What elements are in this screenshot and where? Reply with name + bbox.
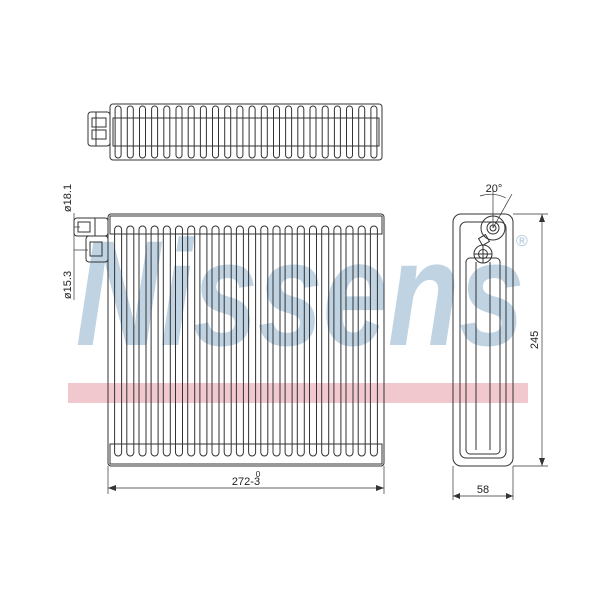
top-view-fin [199, 105, 207, 159]
front-view-fin [175, 225, 183, 457]
front-view-fin [284, 225, 293, 457]
top-view-fin [321, 105, 329, 159]
front-view-fin [248, 225, 257, 457]
front-view-fin [162, 225, 171, 457]
front-view-fins [114, 225, 378, 457]
front-view-fin [114, 225, 123, 457]
top-view-fin [236, 105, 244, 159]
top-view-fin [163, 105, 171, 159]
top-view-fin [114, 105, 122, 159]
front-view-fin [235, 225, 244, 457]
top-view-core [109, 103, 383, 161]
top-view-fin [212, 105, 219, 159]
front-view [73, 213, 385, 467]
front-view-fin [296, 225, 305, 457]
dimension-arrows [108, 214, 545, 499]
top-view-fin [273, 105, 280, 159]
top-view-fin [151, 105, 159, 159]
top-view [87, 103, 383, 161]
top-view-fin [175, 105, 183, 159]
top-view-fin [260, 105, 268, 159]
top-view-fin [358, 105, 366, 159]
front-view-fin [223, 225, 232, 457]
watermark-stripe [68, 383, 528, 403]
front-view-fin [199, 225, 208, 457]
top-view-fin [126, 105, 134, 159]
top-view-fin [224, 105, 232, 159]
side-view [452, 190, 514, 467]
top-view-fin [370, 105, 378, 159]
front-view-fin [309, 225, 317, 457]
front-view-fin [369, 225, 378, 457]
depth-dimension-label: 58 [477, 484, 489, 496]
front-view-fin [357, 225, 366, 457]
top-view-pipe-fitting [87, 111, 111, 147]
top-view-fins [114, 105, 378, 159]
front-view-fin [138, 225, 147, 457]
front-view-bottom-tank [109, 443, 383, 465]
front-view-fin [260, 225, 269, 457]
top-view-fin [346, 105, 353, 159]
width-tolerance-label: 0 [256, 470, 261, 479]
side-view-body [452, 213, 514, 467]
front-view-fin [345, 225, 354, 457]
top-view-fin [139, 105, 146, 159]
top-view-fin [187, 105, 195, 159]
width-dimension-label: 272-3 [232, 476, 260, 488]
front-view-fin [321, 225, 330, 457]
angle-dimension-label: 20° [486, 183, 503, 195]
watermark-brand: Nissens [76, 209, 525, 377]
top-view-fin [248, 105, 256, 159]
top-view-fin [309, 105, 317, 159]
front-view-fin [333, 225, 342, 457]
front-view-core [107, 213, 385, 467]
front-view-fin [126, 225, 135, 457]
top-view-fin [333, 105, 341, 159]
dimension-lines [107, 213, 548, 500]
front-view-fin [187, 225, 196, 457]
front-view-fin [211, 225, 220, 457]
front-view-fin [150, 225, 159, 457]
top-view-fin [297, 105, 305, 159]
pipe-lower-diameter-label: ø15.3 [62, 271, 74, 299]
top-view-fin [285, 105, 293, 159]
front-view-fin [272, 225, 281, 457]
top-view-inner [112, 117, 380, 147]
watermark: Nissens ® [68, 209, 528, 403]
front-view-top-tank [109, 215, 383, 235]
registered-mark-icon: ® [516, 233, 528, 250]
pipe-upper-diameter-label: ø18.1 [62, 184, 74, 212]
height-dimension-label: 245 [529, 331, 541, 349]
